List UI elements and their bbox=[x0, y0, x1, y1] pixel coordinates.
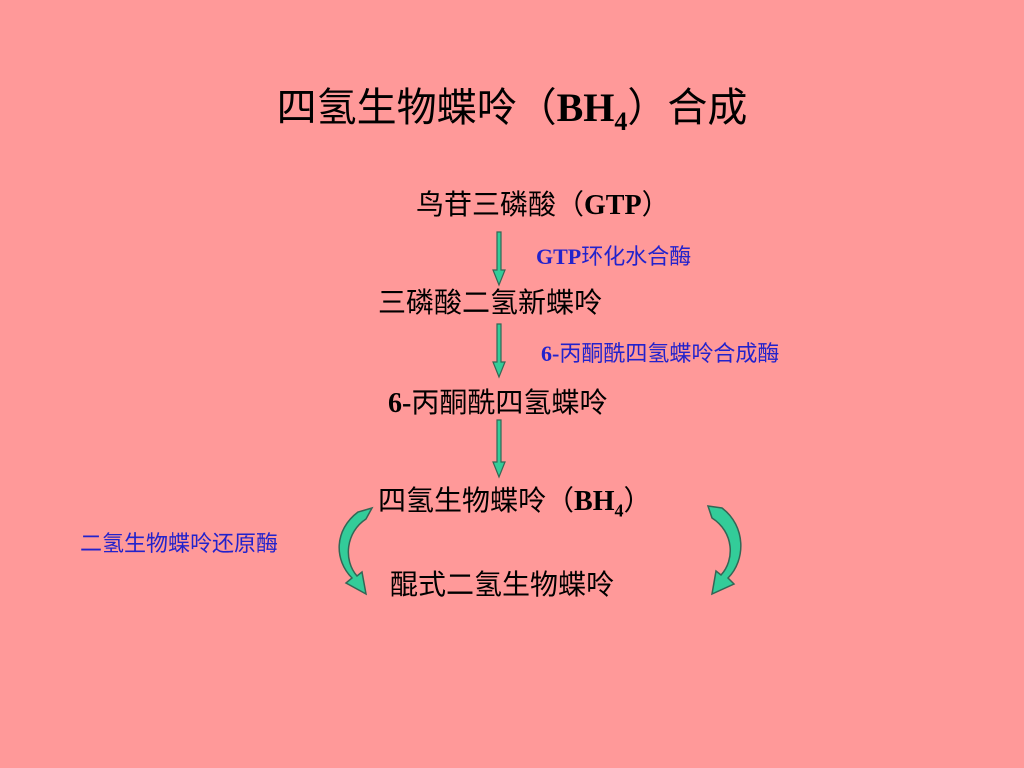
enzyme-ptps-bold: 6- bbox=[541, 341, 560, 366]
down-arrow-2 bbox=[492, 323, 506, 379]
title-main: 四氢生物蝶呤（ bbox=[276, 85, 557, 130]
enzyme-gtp-bold: GTP bbox=[536, 244, 582, 269]
title-bh: BH bbox=[556, 85, 615, 130]
slide-title: 四氢生物蝶呤（BH4）合成 bbox=[0, 82, 1024, 148]
curved-arrow-right bbox=[706, 505, 742, 596]
down-arrow-3 bbox=[492, 419, 506, 479]
node-quinonoid-dihydrobiopterin: 醌式二氢生物蝶呤 bbox=[390, 570, 615, 601]
node-ptp: 6-丙酮酰四氢蝶呤 bbox=[388, 386, 607, 422]
title-sub: 4 bbox=[614, 107, 628, 136]
node-dihydroneopterin-triphosphate: 三磷酸二氢新蝶呤 bbox=[378, 288, 603, 319]
enzyme-dhpr: 二氢生物蝶呤还原酶 bbox=[80, 531, 279, 556]
node-bh4: 四氢生物蝶呤（BH4） bbox=[378, 484, 652, 529]
node-bh4-bold: BH bbox=[574, 486, 615, 517]
node-bh4-suffix: ） bbox=[623, 486, 652, 517]
node-gtp-bold: GTP bbox=[584, 190, 642, 221]
node-gtp-suffix: ） bbox=[641, 190, 670, 221]
node-gtp-prefix: 鸟苷三磷酸（ bbox=[416, 190, 585, 221]
down-arrow-1 bbox=[492, 231, 506, 287]
node-gtp: 鸟苷三磷酸（GTP） bbox=[416, 188, 670, 224]
curved-arrow-left bbox=[338, 506, 374, 596]
enzyme-gtp-cyclohydrolase: GTP环化水合酶 bbox=[536, 243, 691, 271]
enzyme-gtp-rest: 环化水合酶 bbox=[581, 244, 692, 269]
title-tail: ）合成 bbox=[627, 85, 748, 130]
enzyme-ptps-rest: 丙酮酰四氢蝶呤合成酶 bbox=[559, 341, 780, 366]
node-ptp-rest: 丙酮酰四氢蝶呤 bbox=[411, 388, 608, 419]
enzyme-ptps: 6-丙酮酰四氢蝶呤合成酶 bbox=[541, 340, 779, 368]
node-bh4-sub: 4 bbox=[614, 500, 624, 521]
node-ptp-bold: 6- bbox=[388, 388, 412, 419]
node-bh4-prefix: 四氢生物蝶呤（ bbox=[378, 486, 575, 517]
